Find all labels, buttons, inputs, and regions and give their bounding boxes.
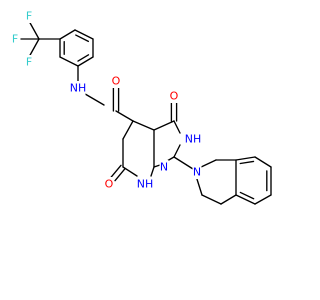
c4a-to-c4-bond (153, 120, 175, 131)
dihydroisoquinoline-ch2-to-ch2-bond (201, 194, 222, 205)
dihydroisoquinoline-n-label-background (192, 165, 202, 179)
n1-to-c8a-bond (153, 164, 161, 168)
carbonyl-to-ring-bond (115, 110, 134, 122)
fluorine-left-label-background (10, 32, 20, 46)
amide-nh-label: NH (70, 82, 87, 95)
lactam-oxygen-label: O (105, 178, 114, 191)
n3-to-c2-bond (173, 144, 181, 158)
phenyl-double-bond-de (77, 56, 94, 67)
ring-nh-label: NH (185, 133, 202, 146)
phenyl-bond-ef (59, 56, 79, 67)
ring-n-label: N (160, 161, 168, 174)
dihydroisoquinoline-n-label: N (193, 166, 201, 179)
c7-lactam-double-bond (114, 167, 126, 182)
amide-oxygen-label-background (111, 74, 121, 88)
aromatic-bond-de (254, 194, 272, 205)
c7-lactam-double-bond (110, 164, 122, 179)
fluorine-top-label-background (24, 9, 34, 23)
c5-to-c4a-bond (132, 120, 155, 131)
c2-to-dihydroisoquinoline-n-bond (173, 156, 194, 170)
fluorine-bottom-label-background (24, 55, 34, 69)
aromatic-double-bond-cd (239, 191, 255, 200)
lactam-nh-label-background (137, 177, 153, 191)
aromatic-double-bond-gb (239, 160, 255, 165)
dihydroisoquinoline-n-to-ch2-bottom-bond (195, 175, 203, 196)
fluorine-bottom-label: F (26, 56, 32, 69)
lactam-nh-label: NH (137, 178, 154, 191)
phenyl-double-bond-bc (74, 29, 94, 40)
fluorine-top-label: F (26, 10, 32, 23)
amide-nh-label-background (70, 81, 86, 95)
aromatic-double-bond-cd (235, 194, 256, 205)
c5-to-c6-bond (122, 120, 134, 140)
dihydroisoquinoline-n-to-ch2-top-bond (198, 159, 217, 169)
aromatic-bond-fg (254, 156, 272, 168)
ketone-oxygen-label-background (169, 89, 179, 103)
ring-n-label-background (159, 160, 169, 174)
cf3-to-f-top-bond (28, 20, 40, 40)
aromatic-double-bond-gb (235, 156, 256, 161)
amide-oxygen-label: O (112, 75, 121, 88)
ketone-oxygen-label: O (170, 90, 179, 103)
cf3-to-f-bottom-bond (28, 38, 40, 58)
n8-to-c8a-bond (150, 166, 155, 177)
phenyl-double-bond-de (77, 54, 90, 62)
lactam-oxygen-label-background (104, 177, 114, 191)
c4-to-n3-bond (173, 120, 181, 134)
fluorine-left-label: F (12, 33, 18, 46)
phenyl-double-bond-bc (75, 34, 90, 43)
ring-nh-label-background (185, 132, 201, 146)
phenyl-bond-ab (59, 29, 76, 40)
dihydroisoquinoline-ch2-to-aromatic-bond (220, 194, 237, 205)
